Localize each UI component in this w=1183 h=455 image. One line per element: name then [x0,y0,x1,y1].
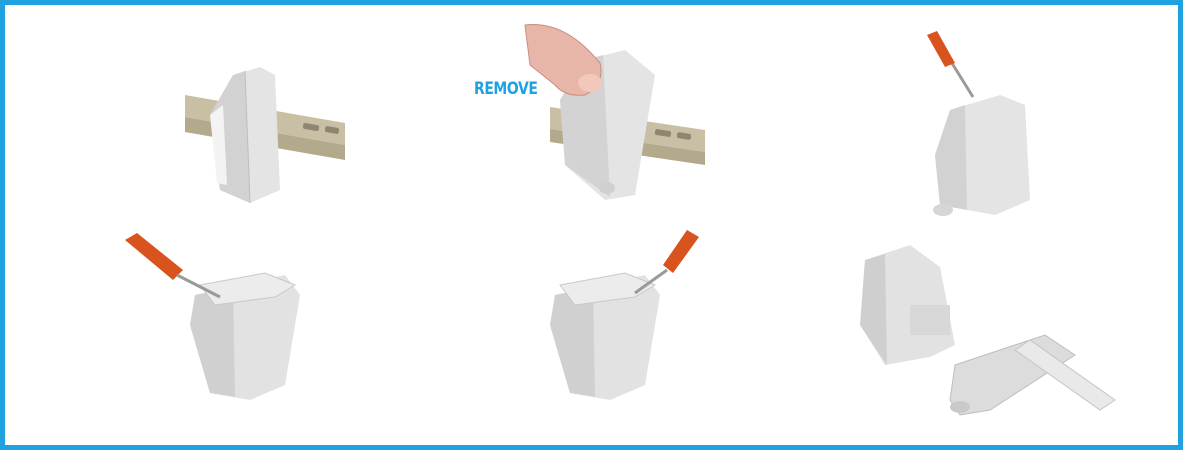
din-module-housing [860,245,955,365]
step-6-detached-base [5,5,1183,455]
